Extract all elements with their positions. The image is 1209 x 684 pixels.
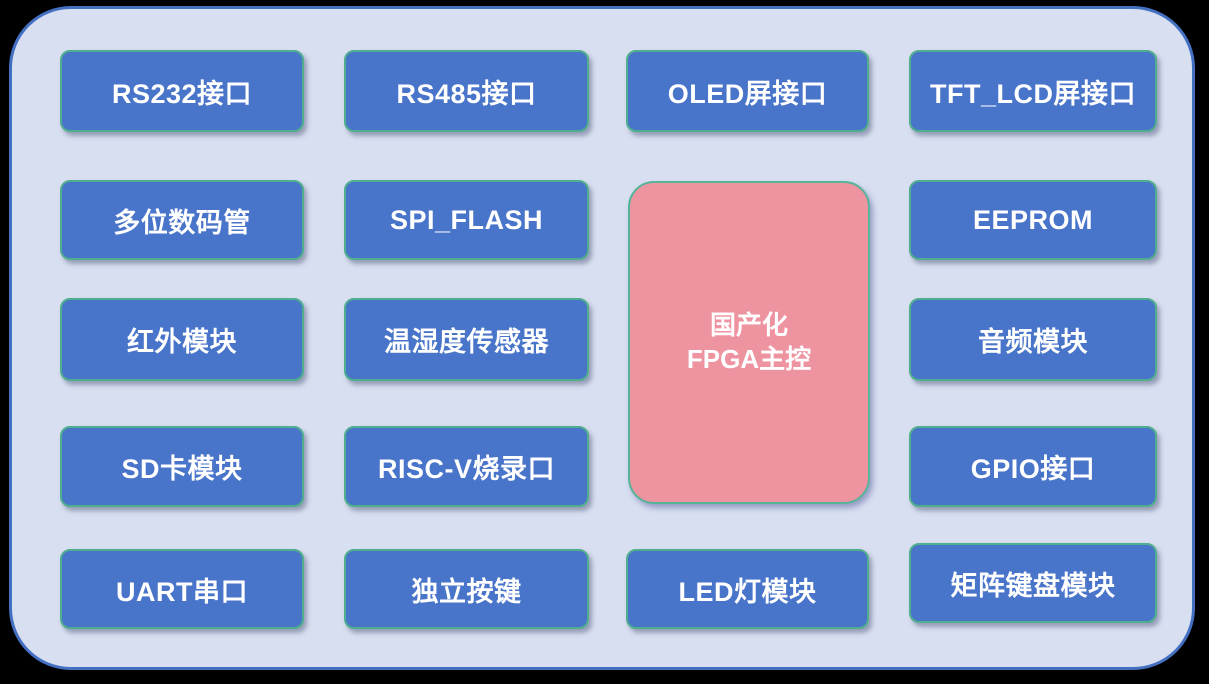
diagram-canvas: RS232接口 RS485接口 OLED屏接口 TFT_LCD屏接口 多位数码管… [9, 6, 1195, 670]
module-label-riscv-programmer: RISC-V烧录口 [377, 454, 555, 484]
module-label-led: LED灯模块 [678, 576, 817, 607]
fpga-label-line2: FPGA主控 [686, 343, 812, 374]
module-box-push-buttons: 独立按键 [344, 549, 589, 629]
module-box-uart: UART串口 [60, 549, 304, 629]
module-box-eeprom: EEPROM [909, 180, 1157, 260]
module-label-spi-flash: SPI_FLASH [389, 204, 544, 235]
module-label-sd-card: SD卡模块 [121, 454, 243, 484]
module-box-spi-flash: SPI_FLASH [344, 180, 589, 260]
module-label-eeprom: EEPROM [972, 204, 1094, 235]
module-box-led: LED灯模块 [626, 549, 869, 629]
module-label-oled: OLED屏接口 [667, 78, 828, 109]
module-box-oled: OLED屏接口 [626, 50, 869, 132]
module-box-audio: 音频模块 [909, 298, 1157, 381]
module-label-push-buttons: 独立按键 [411, 576, 522, 607]
module-box-matrix-keyboard: 矩阵键盘模块 [909, 543, 1157, 623]
module-label-infrared: 红外模块 [127, 327, 237, 357]
module-box-riscv-programmer: RISC-V烧录口 [344, 426, 589, 507]
module-box-infrared: 红外模块 [60, 298, 304, 381]
module-label-rs232: RS232接口 [111, 78, 253, 109]
module-box-rs485: RS485接口 [344, 50, 589, 132]
module-label-uart: UART串口 [116, 576, 248, 607]
module-box-rs232: RS232接口 [60, 50, 304, 132]
module-box-gpio: GPIO接口 [909, 426, 1157, 507]
module-box-digit-display: 多位数码管 [60, 180, 304, 260]
module-label-audio: 音频模块 [978, 327, 1088, 357]
module-label-temp-humidity: 温湿度传感器 [384, 327, 549, 357]
module-box-tft-lcd: TFT_LCD屏接口 [909, 50, 1157, 132]
module-label-rs485: RS485接口 [396, 78, 537, 109]
module-label-digit-display: 多位数码管 [113, 207, 251, 238]
fpga-center-box: 国产化 FPGA主控 [628, 181, 870, 504]
module-label-matrix-keyboard: 矩阵键盘模块 [950, 570, 1116, 601]
module-box-temp-humidity: 温湿度传感器 [344, 298, 589, 381]
module-label-tft-lcd: TFT_LCD屏接口 [930, 78, 1136, 109]
fpga-label-line1: 国产化 [709, 309, 788, 340]
module-box-sd-card: SD卡模块 [60, 426, 304, 507]
module-label-gpio: GPIO接口 [970, 454, 1096, 484]
